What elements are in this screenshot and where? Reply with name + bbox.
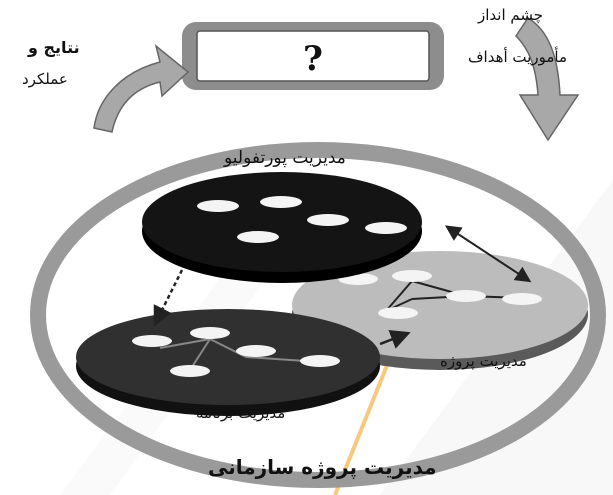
project-management-label: مدیریت پروژه <box>440 352 527 370</box>
program-disc <box>76 309 380 416</box>
vision-label: چشم انداز <box>478 6 543 24</box>
mission-goals-label: مأموریت أهداف <box>468 48 567 66</box>
organizational-project-management-label: مدیریت پروژه سازمانی <box>208 455 437 479</box>
performance-label: عملکرد <box>22 70 68 88</box>
program-management-label: مدیریت برنامه <box>196 404 285 422</box>
results-feedback-arrow <box>94 46 188 132</box>
portfolio-disc <box>142 172 422 283</box>
question-mark: ? <box>303 39 323 79</box>
vision-down-arrow <box>516 18 578 140</box>
results-label: نتایج و <box>28 38 80 57</box>
portfolio-management-label: مدیریت پورتفولیو <box>224 148 346 168</box>
